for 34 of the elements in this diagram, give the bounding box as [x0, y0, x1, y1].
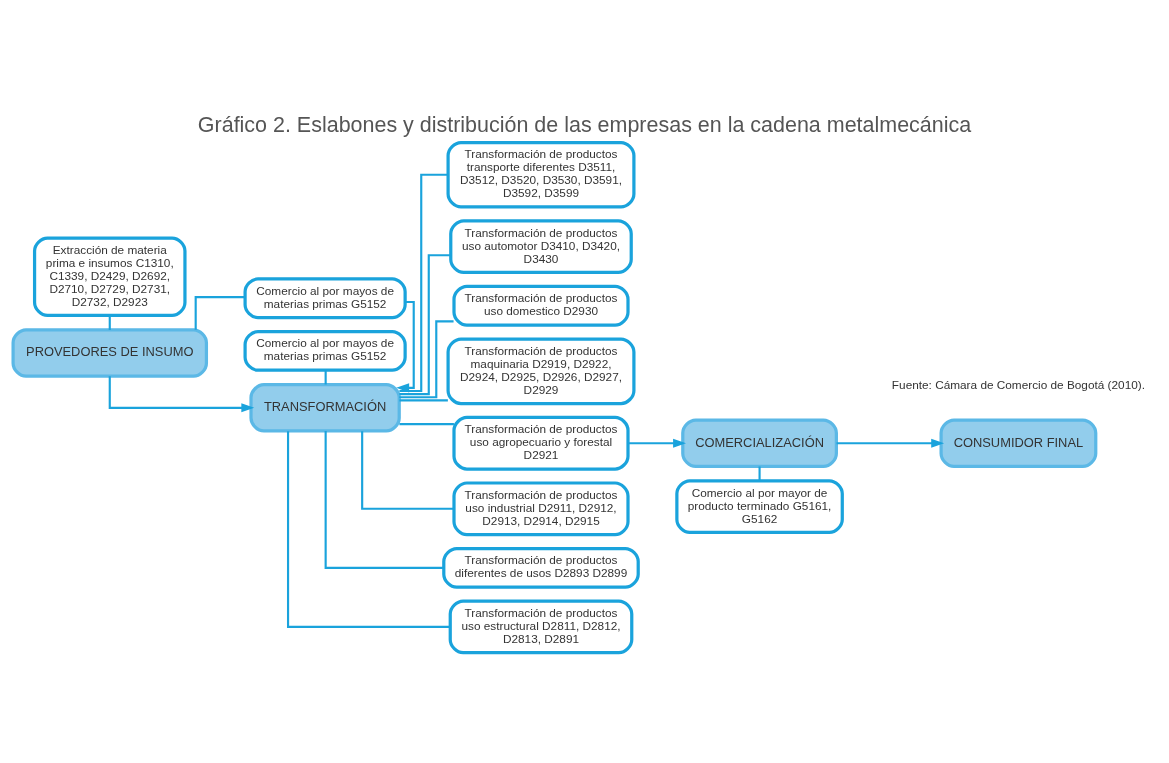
node-box: Transformación de productos uso automotor D3410, D3420, D3430 — [449, 219, 633, 275]
node-box: Transformación de productos maquinaria D2919, D2922, D2924, D2925, D2926, D2927, D2929 — [446, 337, 636, 406]
connector — [399, 320, 454, 399]
node-box: Comercio al por mayos de materias primas G5152 — [243, 277, 407, 320]
connector — [324, 370, 327, 385]
connector — [399, 399, 448, 402]
node-box: Transformación de productos transporte diferentes D3511, D3512, D3520, D3530, D3591, D3592, D3599 — [446, 140, 636, 209]
node-box: COMERCIALIZACIÓN — [681, 418, 838, 468]
node-box: Transformación de productos uso estructural D2811, D2812, D2813, D2891 — [448, 599, 634, 655]
node-box: PROVEDORES DE INSUMO — [11, 328, 209, 378]
connector — [399, 173, 448, 393]
connector — [758, 466, 761, 481]
node-box: Transformación de productos uso industrial D2911, D2912, D2913, D2914, D2915 — [452, 481, 630, 537]
connector — [194, 296, 245, 330]
arrow — [628, 438, 686, 448]
node-box: Comercio al por mayor de producto terminado G5161, G5162 — [675, 479, 844, 534]
arrow — [836, 438, 945, 448]
node-box: Transformación de productos uso domestico D2930 — [452, 284, 630, 327]
node-box: Extracción de materia prima e insumos C1310, C1339, D2429, D2692, D2710, D2729, D2731, D2732, D2923 — [32, 236, 187, 318]
node-box: TRANSFORMACIÓN — [249, 383, 401, 433]
node-box: CONSUMIDOR FINAL — [939, 418, 1098, 468]
connector — [108, 315, 111, 330]
node-box: Comercio al por mayos de materias primas G5152 — [243, 329, 407, 372]
connector — [361, 431, 454, 510]
connector — [287, 431, 451, 628]
connector — [324, 431, 444, 569]
connector — [399, 423, 454, 426]
node-box: Transformación de productos uso agropecuario y forestal D2921 — [452, 415, 630, 471]
node-box: Transformación de productos diferentes de usos D2893 D2899 — [442, 546, 640, 589]
arrow — [108, 376, 255, 413]
connector — [399, 254, 451, 396]
arrow — [396, 300, 415, 393]
diagram-title: Gráfico 2. Eslabones y distribución de las empresas en la cadena metalmecánica — [197, 112, 972, 137]
caption: Fuente: Cámara de Comercio de Bogotá (2010). — [891, 378, 1145, 393]
